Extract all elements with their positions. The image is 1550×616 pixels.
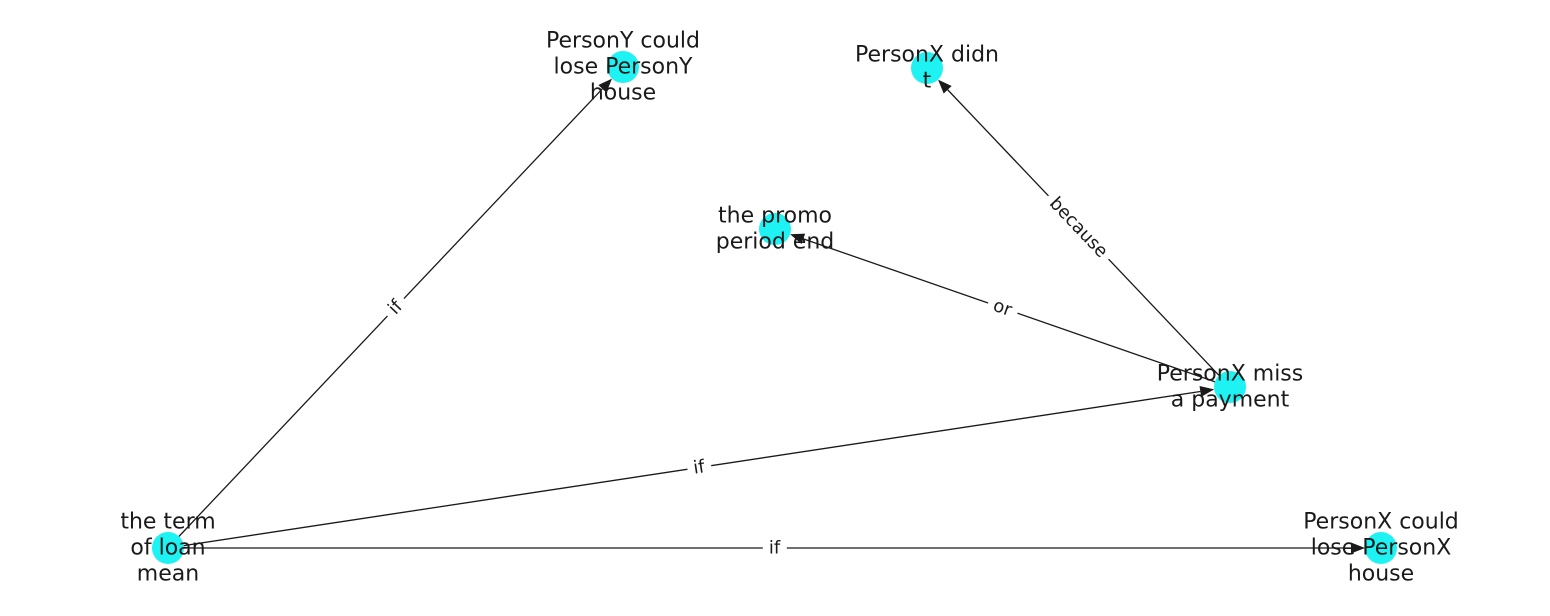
edge-label: because	[1045, 193, 1112, 262]
node-personY_lose_house	[607, 51, 639, 83]
node-personX_miss_payment	[1214, 371, 1246, 403]
node-label-line: lose PersonX	[1311, 536, 1452, 561]
arrowhead-icon	[790, 233, 806, 245]
edge-label-background	[685, 453, 714, 482]
node-label-line: the term	[120, 510, 215, 535]
node-personX_lose_house	[1365, 532, 1397, 564]
arrowhead-icon	[938, 79, 952, 94]
node-label-line: t	[923, 69, 932, 94]
edge-label-background	[378, 289, 414, 325]
node-label-line: PersonX miss	[1157, 362, 1303, 387]
node-personX_didnt	[911, 52, 943, 84]
edge-label: if	[769, 538, 781, 559]
node-promo_end	[759, 213, 791, 245]
edge-label-background	[762, 535, 787, 561]
edge-label-group: if	[685, 453, 714, 482]
node-label-line: the promo	[718, 204, 832, 229]
edges-layer	[167, 78, 1365, 554]
edge-term_of_loan-to-personY_lose_house	[167, 78, 613, 549]
arrowhead-icon	[598, 78, 613, 93]
node-label-line: PersonX could	[1303, 510, 1459, 535]
edge-line	[167, 390, 1201, 549]
node-label-line: PersonY could	[546, 29, 700, 54]
node-label-line: a payment	[1171, 388, 1290, 413]
node-label-line: PersonX didn	[855, 43, 999, 68]
nodes-layer	[152, 51, 1397, 564]
edge-line	[167, 88, 603, 549]
edge-label-background	[1039, 187, 1118, 268]
node-term_of_loan	[152, 532, 184, 564]
node-label-line: lose PersonY	[554, 55, 693, 80]
arrowhead-icon	[1199, 386, 1215, 397]
node-label-line: house	[1348, 562, 1414, 587]
edge-label-group: if	[762, 535, 787, 561]
node-label-line: of loan	[130, 536, 205, 561]
node-label-line: house	[590, 81, 656, 106]
node-label-line: period end	[716, 230, 835, 255]
node-label-line: mean	[137, 562, 199, 587]
edge-label-group: or	[984, 291, 1022, 325]
edge-term_of_loan-to-personX_miss_payment	[167, 386, 1215, 549]
arrowhead-icon	[1351, 542, 1365, 554]
edge-label: if	[692, 456, 707, 479]
edge-label-background	[984, 291, 1022, 325]
edge-label-group: if	[378, 289, 414, 325]
edge-label-group: because	[1039, 187, 1118, 268]
edge-term_of_loan-to-personX_lose_house	[168, 542, 1365, 554]
